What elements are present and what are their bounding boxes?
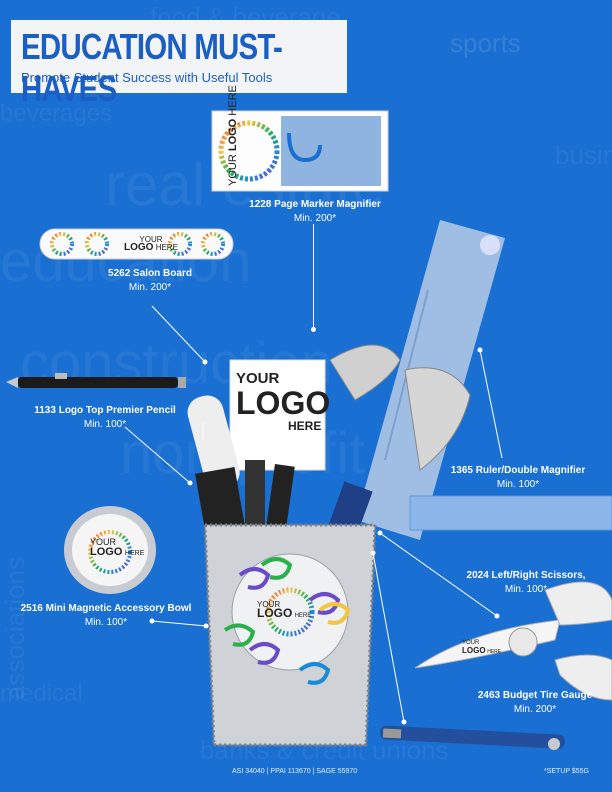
logo-logo-text: LOGO [124,242,154,253]
logo-logo-text: LOGO [90,546,123,558]
product-min: Min. 100* [83,419,127,430]
product-min: Min. 200* [513,704,557,715]
product-name: 1228 Page Marker Magnifier [249,199,381,210]
product-min: Min. 100* [84,617,128,628]
logo-logo-text: LOGO [257,606,293,620]
logo-your-text: YOUR [257,600,281,609]
page-subtitle: Promote Student Success with Useful Tool… [21,70,273,85]
product-label-1228: 1228 Page Marker Magnifier Min. 200* [230,198,400,226]
header-banner: EDUCATION MUST-HAVES Promote Student Suc… [11,20,347,109]
footer-setup: *SETUP $55G [544,768,590,775]
product-name: 5262 Salon Board [108,268,192,279]
bg-word: business [555,140,612,170]
product-label-2516: 2516 Mini Magnetic Accessory Bowl Min. 1… [6,602,206,630]
product-label-2024: 2024 Left/Right Scissors, Min. 100* [450,569,602,597]
logo-logo-text: LOGO [236,385,331,421]
salon-board-image [39,228,234,260]
product-name: 2024 Left/Right Scissors, [466,570,586,581]
leader-dot [311,327,316,332]
logo-your-text: YOUR [236,370,280,387]
logo-here-text: HERE [124,550,145,557]
logo-here-text: HERE [155,243,178,252]
tire-gauge-image [380,725,565,750]
product-min: Min. 200* [293,213,337,224]
product-min: Min. 100* [496,479,540,490]
pencil-cup-image [187,344,471,747]
product-label-1133: 1133 Logo Top Premier Pencil Min. 100* [10,404,200,432]
product-name: 1365 Ruler/Double Magnifier [450,465,586,476]
logo-your-text: YOUR [90,537,117,547]
leader-line [313,224,314,329]
product-name: 2463 Budget Tire Gauge [477,690,593,701]
logo-your-text: YOUR [462,640,480,646]
logo-text-scissors: YOUR LOGO HERE [462,640,501,656]
premier-pencil-image [6,373,186,388]
product-min: Min. 200* [128,282,172,293]
bg-word: medical [0,680,83,707]
product-name: 1133 Logo Top Premier Pencil [34,405,176,416]
logo-logo-text: LOGO [462,646,486,655]
product-name: 2516 Mini Magnetic Accessory Bowl [20,603,192,614]
page-marker-magnifier-image [211,110,389,192]
magnetic-bowl-image [64,506,156,594]
logo-text-salon: YOUR LOGO HERE [124,235,178,253]
bg-word: sports [450,28,521,58]
logo-here-text: HERE [294,613,312,619]
logo-text-bookmark: YOUR LOGO HERE [236,370,330,433]
blue-ruler-image [409,495,612,531]
logo-here-text: HERE [288,419,322,433]
product-label-2463: 2463 Budget Tire Gauge Min. 200* [455,689,612,717]
footer-codes: ASI 34040 | PPAI 113670 | SAGE 55970 [232,768,358,775]
logo-text-cup: YOUR LOGO HERE [257,600,311,621]
scissors-image [414,581,612,701]
product-min: Min. 100* [504,584,548,595]
page-title: EDUCATION MUST-HAVES [21,26,283,109]
product-label-1365: 1365 Ruler/Double Magnifier Min. 100* [430,464,606,492]
logo-here-text: HERE [487,649,502,655]
logo-text-bowl: YOUR LOGO HERE [90,537,144,559]
bg-word: beverages [0,100,113,127]
logo-your-text: YOUR [139,235,163,244]
product-label-5262: 5262 Salon Board Min. 200* [70,267,230,295]
